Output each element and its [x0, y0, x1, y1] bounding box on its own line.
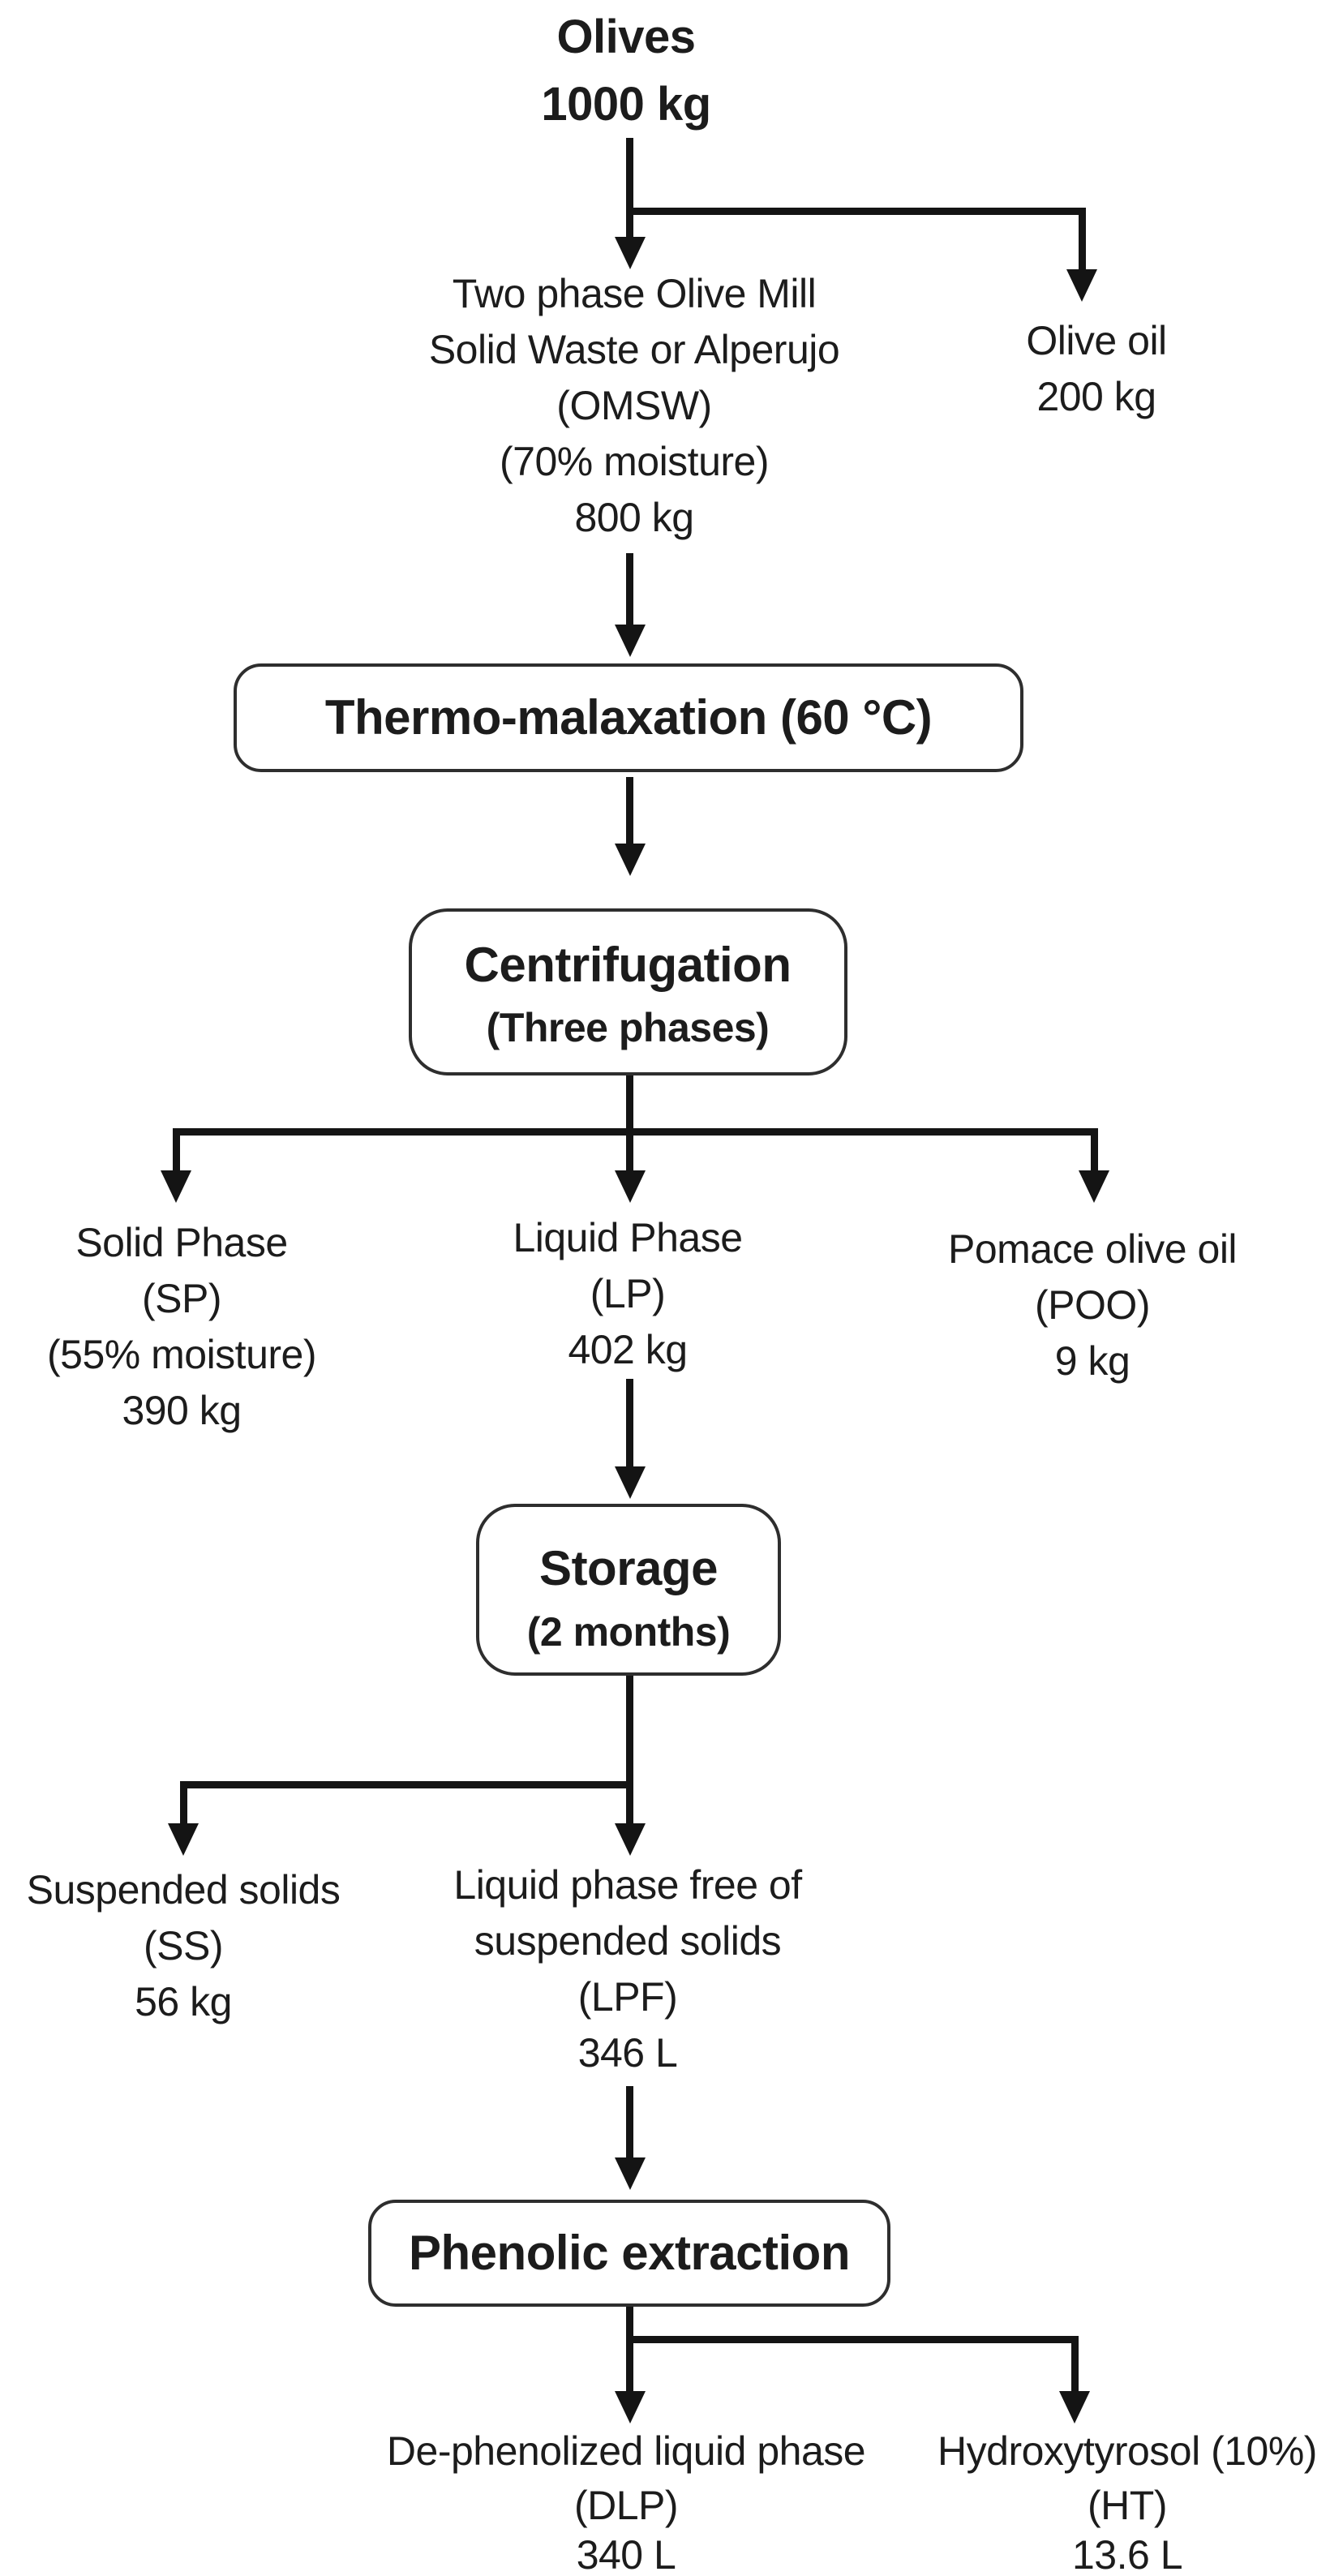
node-suspended-solids-abbr: (SS) [144, 1923, 224, 1968]
arrowhead-to-centrifugation [615, 844, 646, 876]
node-dlp-abbr: (DLP) [573, 2483, 679, 2528]
node-lpf-line2: suspended solids [474, 1918, 782, 1964]
node-olive-oil-name: Olive oil [1026, 318, 1167, 363]
connector-storage-branch [180, 1781, 633, 1788]
arrowhead-to-suspended-solids [168, 1823, 199, 1856]
process-storage-label: Storage [539, 1541, 718, 1595]
connector-to-suspended-solids [180, 1781, 187, 1825]
node-dlp-amount: 340 L [576, 2532, 676, 2576]
node-pomace-oil-name: Pomace olive oil [947, 1226, 1238, 1272]
node-suspended-solids-amount: 56 kg [135, 1979, 232, 2024]
node-lpf-abbr: (LPF) [577, 1974, 678, 2020]
node-omsw-line2: Solid Waste or Alperujo [428, 327, 840, 372]
connector-phenolic-branch [626, 2336, 1079, 2343]
arrowhead-to-olive-oil [1066, 269, 1097, 302]
connector-storage-down [626, 1676, 633, 1825]
arrowhead-to-phenolic [615, 2157, 646, 2190]
connector-to-solid-phase [173, 1128, 180, 1172]
process-phenolic-extraction-label: Phenolic extraction [409, 2226, 850, 2280]
connector-olives-down [626, 138, 633, 240]
process-box-storage [476, 1504, 781, 1676]
arrowhead-to-liquid-phase [615, 1170, 646, 1203]
connector-centrifugation-down [626, 1075, 633, 1172]
node-olives-amount: 1000 kg [541, 78, 711, 131]
connector-omsw-to-thermo [626, 553, 633, 626]
process-storage-sublabel: (2 months) [526, 1609, 731, 1655]
node-pomace-oil-abbr: (POO) [1035, 1282, 1150, 1328]
node-omsw-amount: 800 kg [574, 495, 694, 540]
node-solid-phase-abbr: (SP) [142, 1276, 222, 1321]
node-liquid-phase-name: Liquid Phase [513, 1215, 743, 1260]
node-hydroxytyrosol-name: Hydroxytyrosol (10%) [937, 2428, 1317, 2474]
process-centrifugation-sublabel: (Three phases) [486, 1005, 770, 1050]
node-suspended-solids-name: Suspended solids [26, 1867, 341, 1913]
arrowhead-to-storage [615, 1466, 646, 1499]
connector-centrifugation-branch [173, 1128, 1098, 1136]
node-hydroxytyrosol-abbr: (HT) [1088, 2483, 1167, 2528]
process-box-centrifugation [409, 908, 847, 1075]
arrowhead-to-solid-phase [161, 1170, 191, 1203]
connector-lp-to-storage [626, 1379, 633, 1466]
node-liquid-phase-abbr: (LP) [590, 1271, 666, 1316]
process-centrifugation-label: Centrifugation [464, 938, 792, 992]
connector-lpf-to-phenolic [626, 2086, 633, 2159]
arrowhead-to-lpf [615, 1823, 646, 1856]
node-omsw-line1: Two phase Olive Mill [452, 271, 817, 316]
connector-olives-branch [626, 208, 1086, 215]
arrowhead-to-hydroxytyrosol [1059, 2391, 1090, 2424]
node-hydroxytyrosol-amount: 13.6 L [1071, 2532, 1183, 2576]
process-thermo-malaxation-label: Thermo-malaxation (60 °C) [324, 690, 933, 745]
connector-to-pomace-oil [1091, 1128, 1098, 1172]
node-omsw-abbr: (OMSW) [556, 383, 712, 428]
node-solid-phase-amount: 390 kg [122, 1388, 242, 1433]
node-liquid-phase-amount: 402 kg [568, 1327, 688, 1372]
node-solid-phase-name: Solid Phase [75, 1220, 288, 1265]
node-lpf-amount: 346 L [577, 2030, 678, 2076]
node-omsw-moisture: (70% moisture) [500, 439, 770, 484]
connector-to-hydroxytyrosol [1071, 2336, 1079, 2393]
connector-thermo-to-centrifugation [626, 777, 633, 845]
node-lpf-line1: Liquid phase free of [453, 1862, 802, 1908]
node-olives-name: Olives [556, 11, 696, 63]
arrowhead-to-thermo [615, 625, 646, 657]
arrowhead-to-pomace-oil [1079, 1170, 1109, 1203]
node-dlp-name: De-phenolized liquid phase [386, 2428, 866, 2474]
arrowhead-to-dlp [615, 2391, 646, 2424]
process-box-phenolic-extraction [368, 2200, 890, 2307]
arrowhead-to-omsw [615, 237, 646, 269]
node-olive-oil-amount: 200 kg [1036, 374, 1156, 419]
process-box-thermo-malaxation [234, 663, 1023, 772]
node-pomace-oil-amount: 9 kg [1054, 1338, 1130, 1384]
connector-phenolic-down [626, 2307, 633, 2393]
connector-to-olive-oil [1079, 208, 1086, 271]
node-solid-phase-moisture: (55% moisture) [47, 1332, 317, 1377]
